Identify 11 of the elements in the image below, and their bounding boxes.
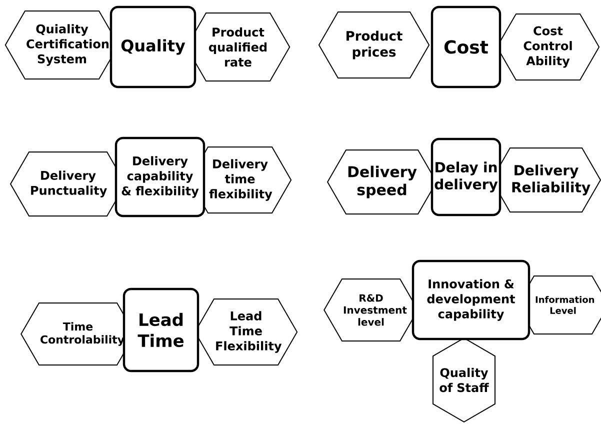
rounded-box: Lead Time — [122, 288, 200, 372]
hexagon: Product prices — [318, 12, 430, 78]
hexagon: Lead Time Flexibility — [194, 298, 298, 366]
hexagon: R&D Investment level — [324, 278, 418, 342]
hexagon: Quality of Staff — [432, 338, 496, 422]
rounded-box: Quality — [110, 6, 196, 88]
rounded-box: Delay in delivery — [430, 138, 502, 216]
rounded-box: Delivery capability & flexibility — [114, 136, 206, 218]
rounded-box: Cost — [430, 6, 502, 88]
hexagon: Cost Control Ability — [496, 14, 600, 80]
rounded-box: Innovation & development capability — [412, 260, 530, 340]
